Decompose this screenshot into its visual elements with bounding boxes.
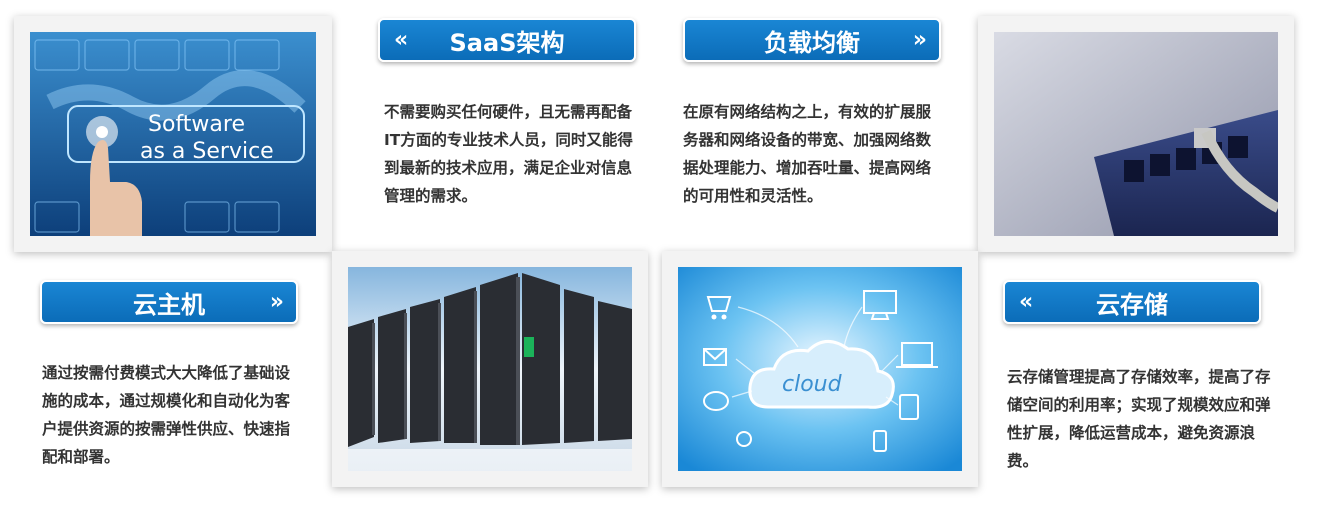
load-balance-description: 在原有网络结构之上，有效的扩展服务器和网络设备的带宽、加强网络数据处理能力、增加…	[683, 103, 932, 205]
saas-title: SaaS架构	[449, 28, 565, 57]
saas-image: Software as a Service	[30, 32, 316, 236]
cloud-storage-description: 云存储管理提高了存储效率，提高了存储空间的利用率；实现了规模效应和弹性扩展，降低…	[1007, 368, 1271, 470]
chevron-left-icon: ‹‹	[394, 27, 408, 53]
cloud-host-description: 通过按需付费模式大大降低了基础设施的成本，通过规模化和自动化为客户提供资源的按需…	[42, 364, 291, 466]
load-balance-title-button[interactable]: 负载均衡 ››	[683, 18, 941, 62]
cloud-storage-title-button[interactable]: ‹‹ 云存储	[1003, 280, 1261, 324]
servers-image	[348, 267, 632, 471]
cloud-storage-title: 云存储	[1096, 290, 1168, 319]
cloud-image: cloud	[678, 267, 962, 471]
saas-image-frame: Software as a Service	[14, 16, 332, 252]
cloud-host-title: 云主机	[133, 290, 205, 319]
saas-description: 不需要购买任何硬件，且无需再配备IT方面的专业技术人员，同时又能得到最新的技术应…	[384, 103, 633, 205]
saas-title-button[interactable]: ‹‹ SaaS架构	[378, 18, 636, 62]
chevron-right-icon: ››	[912, 27, 927, 53]
load-balance-title: 负载均衡	[764, 28, 860, 57]
network-image-frame	[978, 16, 1294, 252]
saas-image-text-2: as a Service	[140, 139, 274, 164]
cloud-host-title-button[interactable]: 云主机 ››	[40, 280, 298, 324]
chevron-left-icon: ‹‹	[1019, 289, 1033, 315]
servers-image-frame	[332, 251, 648, 487]
chevron-right-icon: ››	[269, 289, 284, 315]
cloud-image-text: cloud	[782, 372, 843, 397]
cloud-image-frame: cloud	[662, 251, 978, 487]
saas-image-text-1: Software	[148, 112, 245, 137]
network-image	[994, 32, 1278, 236]
